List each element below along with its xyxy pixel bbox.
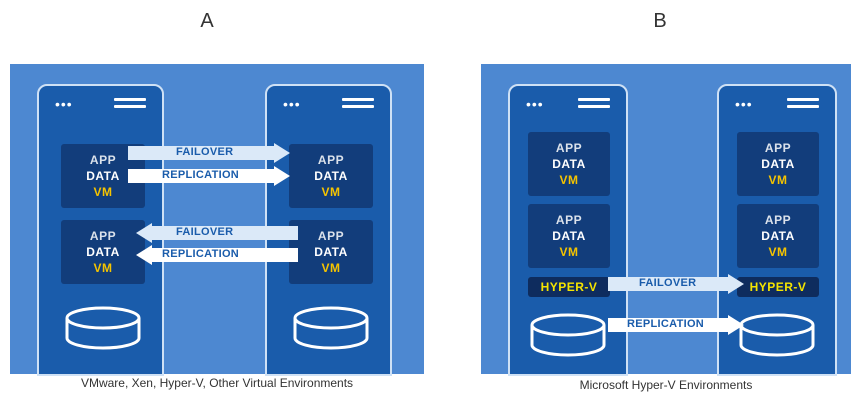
disk-icon: [293, 306, 369, 350]
failover-label: FAILOVER: [176, 146, 234, 158]
disk-icon: [530, 313, 606, 357]
failover-label: FAILOVER: [639, 277, 697, 289]
replication-label: REPLICATION: [627, 318, 705, 330]
vm-box: APP DATA VM: [289, 220, 373, 284]
three-dots-icon: •••: [283, 96, 301, 112]
vm-box: APP DATA VM: [737, 204, 819, 268]
vm-box: APP DATA VM: [61, 220, 145, 284]
vm-box: APP DATA VM: [289, 144, 373, 208]
menu-lines-icon: [578, 98, 610, 112]
panel-b: ••• APP DATA VM APP DATA VM HYPER-V ••• …: [481, 64, 851, 376]
panel-a-caption: VMware, Xen, Hyper-V, Other Virtual Envi…: [80, 376, 354, 390]
panel-b-caption: Microsoft Hyper-V Environments: [579, 378, 753, 392]
replication-arrow-left: [136, 245, 298, 265]
replication-label: REPLICATION: [162, 248, 240, 260]
three-dots-icon: •••: [735, 96, 753, 112]
failover-arrow-right: [608, 274, 744, 294]
three-dots-icon: •••: [55, 96, 73, 112]
failover-label: FAILOVER: [176, 226, 234, 238]
vm-box: APP DATA VM: [737, 132, 819, 196]
server-right: ••• APP DATA VM APP DATA VM HYPER-V: [717, 84, 837, 376]
panel-b-letter: B: [653, 10, 667, 32]
hyperv-badge: HYPER-V: [737, 277, 819, 297]
disk-icon: [65, 306, 141, 350]
hyperv-badge: HYPER-V: [528, 277, 610, 297]
panel-a: ••• APP DATA VM APP DATA VM ••• APP DATA…: [10, 64, 424, 376]
vm-box: APP DATA VM: [528, 132, 610, 196]
panel-a-letter: A: [200, 10, 214, 32]
vm-box: APP DATA VM: [528, 204, 610, 268]
replication-arrow-right: [608, 315, 744, 335]
three-dots-icon: •••: [526, 96, 544, 112]
disk-icon: [739, 313, 815, 357]
menu-lines-icon: [114, 98, 146, 112]
replication-arrow-right: [128, 166, 290, 186]
menu-lines-icon: [787, 98, 819, 112]
replication-label: REPLICATION: [162, 169, 240, 181]
menu-lines-icon: [342, 98, 374, 112]
failover-arrow-left: [136, 223, 298, 243]
failover-arrow-right: [128, 143, 290, 163]
